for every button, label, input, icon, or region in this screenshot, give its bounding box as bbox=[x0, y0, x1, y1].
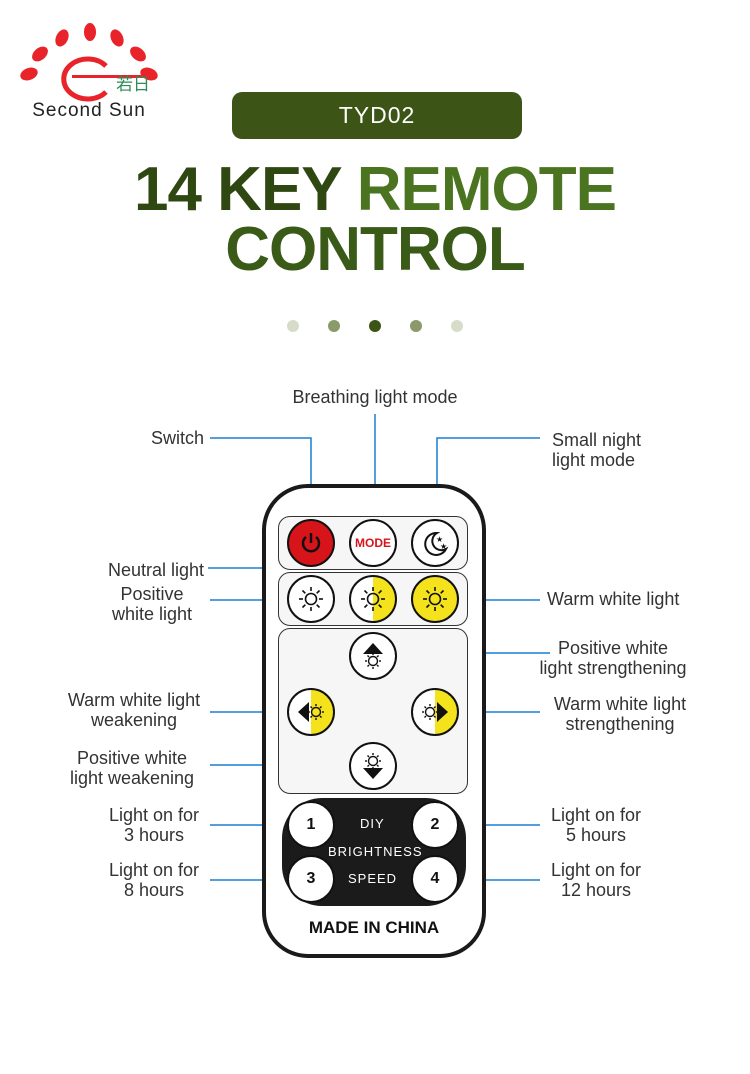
label-line: Light on for bbox=[550, 860, 642, 880]
dot bbox=[451, 320, 463, 332]
label-positive-weakening: Positive white light weakening bbox=[60, 748, 204, 788]
label-line: Positive bbox=[120, 584, 184, 604]
made-in-label: MADE IN CHINA bbox=[308, 918, 440, 937]
positive-white-strengthen-button[interactable] bbox=[349, 632, 397, 680]
arrow-right-sun-icon bbox=[422, 702, 448, 722]
night-light-button[interactable]: ★ ★ bbox=[411, 519, 459, 567]
brand-logo: 若日 Second Sun bbox=[14, 22, 164, 124]
label-night-light: Small night light mode bbox=[552, 430, 641, 470]
label-warm-white: Warm white light bbox=[547, 589, 680, 609]
label-line: light strengthening bbox=[539, 658, 687, 678]
speed-label: SPEED bbox=[348, 871, 398, 886]
power-icon bbox=[301, 533, 321, 553]
arrow-up-sun-icon bbox=[363, 643, 383, 669]
label-line: Light on for bbox=[108, 860, 200, 880]
label-on-3-hours: Light on for 3 hours bbox=[98, 805, 210, 845]
label-line: Positive white bbox=[557, 638, 669, 658]
label-line: 8 hours bbox=[123, 880, 185, 900]
label-line: Warm white light bbox=[553, 694, 687, 714]
title-line-2: CONTROL bbox=[225, 215, 526, 284]
arrow-down-sun-icon bbox=[363, 753, 383, 779]
moon-stars-icon: ★ ★ bbox=[424, 531, 449, 556]
label-warm-strengthening: Warm white light strengthening bbox=[540, 694, 700, 734]
diy-label: DIY bbox=[360, 816, 385, 831]
label-line: 3 hours bbox=[123, 825, 185, 845]
label-line: 12 hours bbox=[560, 880, 632, 900]
label-positive-white: Positive white light bbox=[100, 584, 204, 624]
label-line: Light on for bbox=[108, 805, 200, 825]
svg-text:★: ★ bbox=[436, 535, 443, 544]
svg-text:若日: 若日 bbox=[116, 75, 150, 95]
page-title: 14 KEY REMOTE CONTROL bbox=[0, 159, 750, 284]
brand-name: Second Sun bbox=[32, 100, 146, 121]
arrow-left-sun-icon bbox=[298, 702, 324, 722]
label-line: light weakening bbox=[69, 768, 195, 788]
label-line: light mode bbox=[552, 450, 636, 470]
key-1-button[interactable]: 1 bbox=[287, 801, 335, 849]
model-badge: TYD02 bbox=[232, 92, 522, 139]
label-switch: Switch bbox=[150, 428, 204, 448]
sun-icon bbox=[361, 587, 385, 611]
label-on-5-hours: Light on for 5 hours bbox=[540, 805, 652, 845]
carousel-dots bbox=[287, 320, 463, 332]
label-line: Small night bbox=[552, 430, 642, 450]
key-2-button[interactable]: 2 bbox=[411, 801, 459, 849]
neutral-light-button[interactable] bbox=[349, 575, 397, 623]
positive-white-button[interactable] bbox=[287, 575, 335, 623]
power-button[interactable] bbox=[287, 519, 335, 567]
key-4-button[interactable]: 4 bbox=[411, 855, 459, 903]
mode-button[interactable]: MODE bbox=[349, 519, 397, 567]
label-warm-weakening: Warm white light weakening bbox=[56, 690, 212, 730]
label-line: Light on for bbox=[550, 805, 642, 825]
label-line: Positive white bbox=[76, 748, 188, 768]
mode-label: MODE bbox=[355, 536, 391, 550]
label-on-12-hours: Light on for 12 hours bbox=[540, 860, 652, 900]
warm-white-strengthen-button[interactable] bbox=[411, 688, 459, 736]
label-positive-strengthening: Positive white light strengthening bbox=[530, 638, 696, 678]
sun-petals-logo-icon: 若日 bbox=[20, 23, 158, 102]
key-3-button[interactable]: 3 bbox=[287, 855, 335, 903]
dot bbox=[328, 320, 340, 332]
positive-white-weaken-button[interactable] bbox=[349, 742, 397, 790]
label-line: weakening bbox=[90, 710, 178, 730]
dot bbox=[410, 320, 422, 332]
sun-icon bbox=[299, 587, 323, 611]
label-line: white light bbox=[111, 604, 193, 624]
dot bbox=[287, 320, 299, 332]
label-line: Warm white light bbox=[67, 690, 201, 710]
label-neutral: Neutral light bbox=[107, 560, 204, 580]
label-breathing: Breathing light mode bbox=[292, 387, 458, 407]
title-word-2: REMOTE bbox=[356, 155, 617, 224]
label-line: 5 hours bbox=[565, 825, 627, 845]
sun-icon bbox=[423, 587, 447, 611]
warm-white-weaken-button[interactable] bbox=[287, 688, 335, 736]
dot bbox=[369, 320, 381, 332]
svg-text:★: ★ bbox=[440, 542, 447, 551]
title-word-1: 14 KEY bbox=[133, 155, 342, 224]
label-on-8-hours: Light on for 8 hours bbox=[98, 860, 210, 900]
label-line: strengthening bbox=[565, 714, 675, 734]
brightness-label: BRIGHTNESS bbox=[328, 844, 423, 859]
warm-white-button[interactable] bbox=[411, 575, 459, 623]
